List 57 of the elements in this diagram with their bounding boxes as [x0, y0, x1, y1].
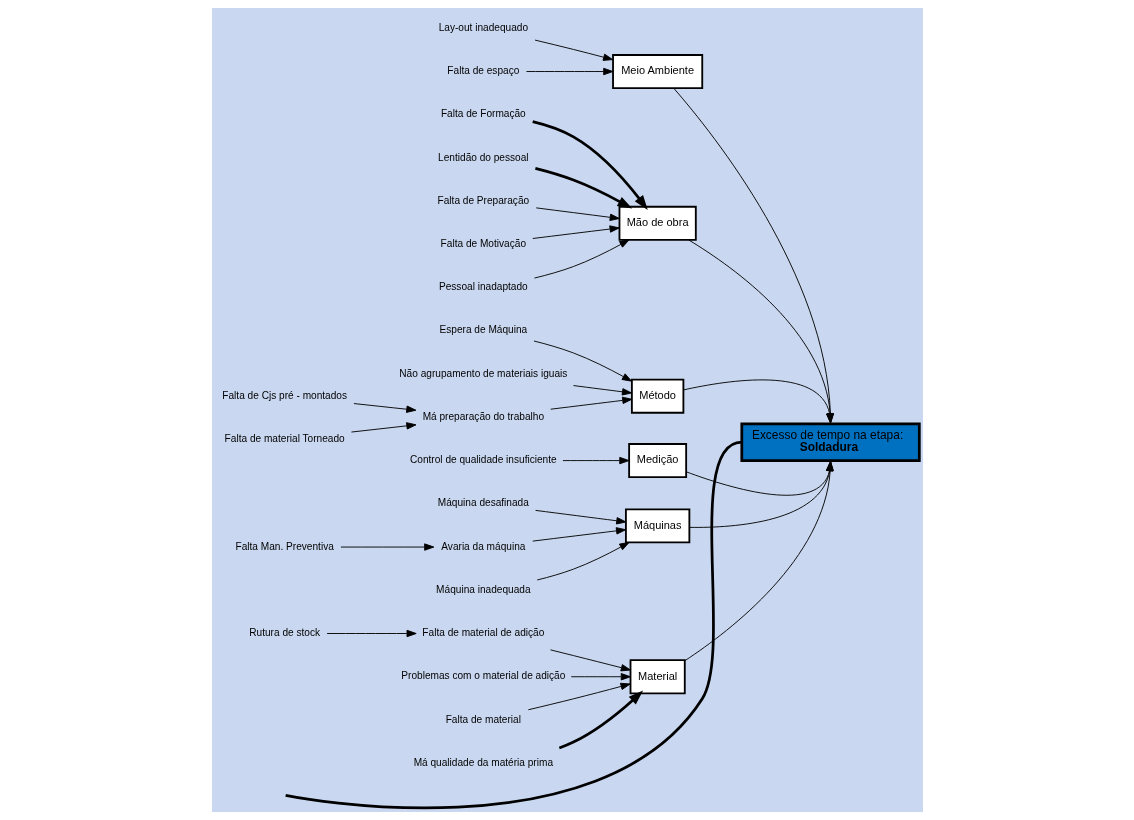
arrow — [531, 527, 626, 542]
node-text: Falta de material Torneado — [224, 433, 345, 445]
arrow — [570, 673, 631, 681]
arrow — [687, 239, 834, 424]
node-text: Falta de Motivação — [440, 238, 526, 250]
arrow — [534, 39, 613, 61]
node-text: Falta de espaço — [446, 65, 519, 77]
arrow — [350, 422, 416, 433]
node-text: Falta de Preparação — [437, 194, 529, 206]
node-text: Não agrupamento de materiais iguais — [398, 367, 567, 379]
arrow — [533, 239, 629, 279]
arrow — [572, 385, 632, 396]
node-text: Falta de Cjs pré - montados — [221, 389, 347, 401]
arrow — [527, 682, 631, 711]
node-text: Avaria da máquina — [440, 540, 525, 552]
arrow — [531, 120, 648, 210]
arrow — [549, 649, 631, 672]
arrow — [535, 207, 620, 221]
arrow — [352, 403, 416, 413]
node-text: Espera de Máquina — [439, 324, 527, 336]
arrow — [549, 396, 632, 410]
node-text: Control de qualidade insuficiente — [409, 454, 557, 466]
arrow — [531, 225, 620, 239]
arrow — [534, 167, 632, 209]
node-text: Falta Man. Preventiva — [234, 540, 334, 552]
node-box: Medição — [627, 443, 687, 479]
node-text: Máquina desafinada — [437, 497, 529, 509]
node-box: Máquinas — [624, 508, 690, 544]
node-text: Falta de material — [445, 713, 521, 725]
arrow — [685, 461, 833, 496]
node-text: Falta de Formação — [440, 108, 526, 120]
arrow — [688, 461, 833, 528]
node-text: Máquina inadequada — [435, 583, 531, 595]
arrow — [533, 340, 632, 382]
node-box: Meio Ambiente — [611, 54, 703, 89]
arrow — [534, 509, 626, 525]
arrow — [682, 379, 833, 424]
node-text: Lay-out inadequado — [438, 21, 528, 33]
arrow — [326, 629, 417, 638]
arrow — [672, 87, 834, 424]
arrow — [340, 543, 434, 551]
node-text: Má preparação do trabalho — [422, 410, 544, 422]
node-box: Excesso de tempo na etapa: Soldadura — [739, 422, 921, 462]
arrow — [525, 67, 613, 76]
node-text: Problemas com o material de adição — [400, 670, 565, 682]
arrow — [561, 456, 629, 465]
node-text: Pessoal inadaptado — [438, 281, 528, 293]
node-text: Falta de material de adição — [421, 627, 544, 639]
arrow — [558, 690, 643, 750]
node-text: Má qualidade da matéria prima — [413, 756, 553, 768]
arrow — [536, 542, 629, 581]
node-text: Lentidão do pessoal — [437, 151, 529, 163]
node-box: Mão de obra — [618, 205, 697, 241]
node-box: Material — [629, 659, 686, 695]
arrow — [684, 461, 834, 662]
node-text: Rutura de stock — [248, 627, 320, 639]
node-box: Método — [630, 378, 684, 414]
